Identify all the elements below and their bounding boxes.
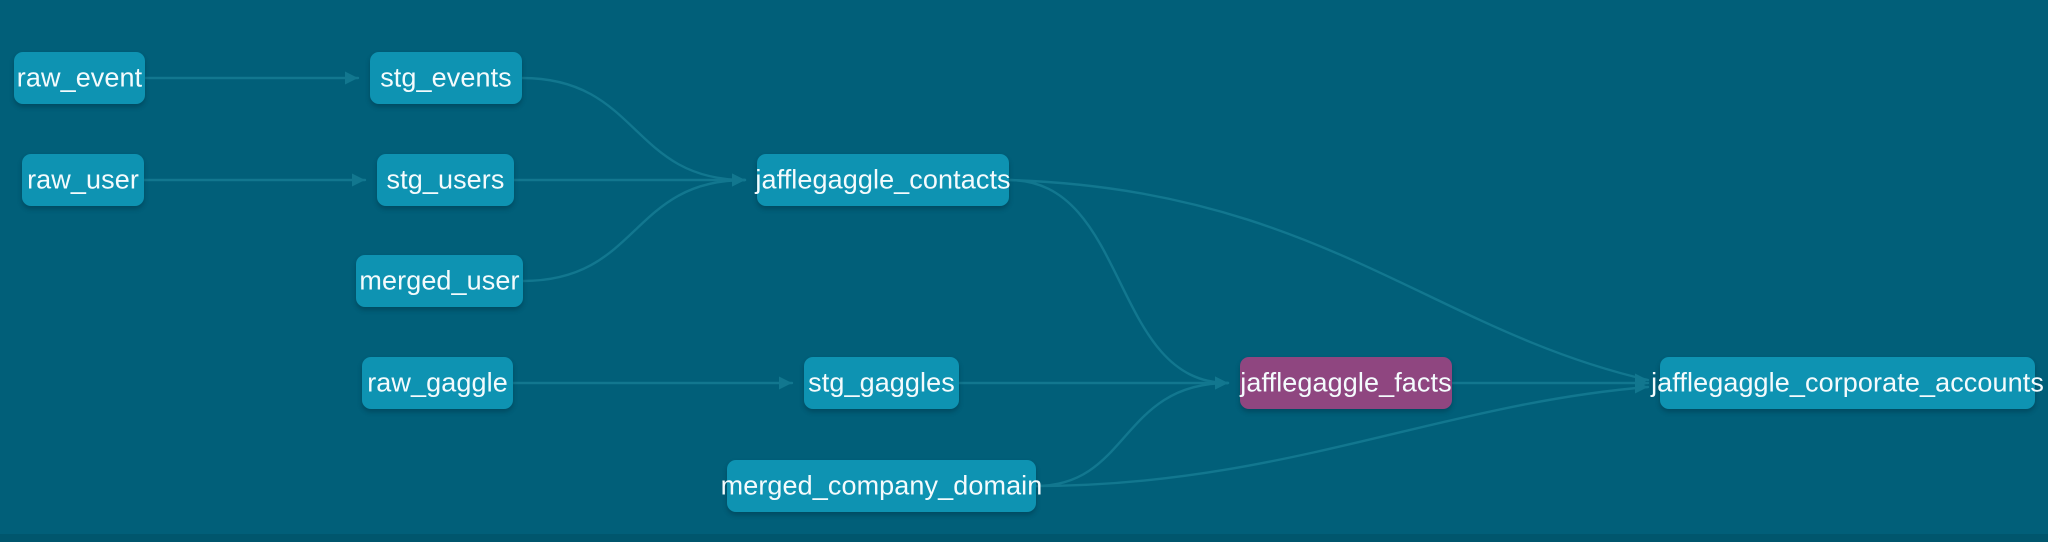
arrowhead-jafflegaggle_contacts-to-jafflegaggle_corporate_accounts [1635, 373, 1648, 387]
graph-node-label: stg_events [380, 62, 512, 92]
edge-jafflegaggle_contacts-to-jafflegaggle_facts [1007, 178, 1230, 385]
arrowhead-stg_users-to-jafflegaggle_contacts [732, 173, 745, 187]
graph-node-merged_company_domain[interactable]: merged_company_domain [721, 460, 1042, 512]
arrowhead-stg_events-to-jafflegaggle_contacts [732, 173, 745, 187]
arrowhead-merged_company_domain-to-jafflegaggle_facts [1215, 376, 1228, 390]
arrowhead-merged_company_domain-to-jafflegaggle_corporate_accounts [1635, 380, 1648, 394]
graph-node-raw_event[interactable]: raw_event [14, 52, 145, 104]
graph-node-label: jafflegaggle_contacts [755, 164, 1011, 194]
graph-node-label: raw_user [27, 164, 139, 194]
arrowhead-raw_gaggle-to-stg_gaggles [779, 376, 792, 390]
graph-node-stg_events[interactable]: stg_events [370, 52, 522, 104]
graph-node-raw_user[interactable]: raw_user [22, 154, 144, 206]
graph-node-raw_gaggle[interactable]: raw_gaggle [362, 357, 513, 409]
arrowhead-jafflegaggle_facts-to-jafflegaggle_corporate_accounts [1635, 376, 1648, 390]
graph-node-merged_user[interactable]: merged_user [356, 255, 523, 307]
arrowhead-raw_event-to-stg_events [345, 71, 358, 85]
graph-node-label: stg_gaggles [808, 367, 955, 397]
graph-node-jafflegaggle_contacts[interactable]: jafflegaggle_contacts [755, 154, 1011, 206]
arrowhead-stg_gaggles-to-jafflegaggle_facts [1215, 376, 1228, 390]
graph-node-stg_gaggles[interactable]: stg_gaggles [804, 357, 959, 409]
arrowhead-jafflegaggle_contacts-to-jafflegaggle_facts [1215, 376, 1228, 390]
edge-jafflegaggle_contacts-to-jafflegaggle_corporate_accounts [1007, 178, 1650, 382]
graph-node-stg_users[interactable]: stg_users [377, 154, 514, 206]
graph-node-label: merged_company_domain [720, 470, 1043, 500]
edge-merged_company_domain-to-jafflegaggle_facts [1034, 381, 1230, 488]
canvas-bottom-strip [0, 534, 2048, 542]
edge-merged_user-to-jafflegaggle_contacts [521, 178, 747, 283]
graph-node-label: jafflegaggle_facts [1240, 367, 1452, 397]
arrowhead-merged_user-to-jafflegaggle_contacts [732, 173, 745, 187]
graph-node-label: raw_gaggle [367, 367, 508, 397]
graph-node-jafflegaggle_facts[interactable]: jafflegaggle_facts [1240, 357, 1452, 409]
graph-node-label: stg_users [386, 164, 505, 194]
graph-node-label: raw_event [16, 62, 143, 92]
edge-stg_events-to-jafflegaggle_contacts [520, 76, 747, 182]
graph-node-label: merged_user [359, 265, 520, 295]
arrowhead-raw_user-to-stg_users [352, 173, 365, 187]
graph-node-label: jafflegaggle_corporate_accounts [1651, 367, 2044, 397]
graph-node-jafflegaggle_corporate_accounts[interactable]: jafflegaggle_corporate_accounts [1651, 357, 2044, 409]
